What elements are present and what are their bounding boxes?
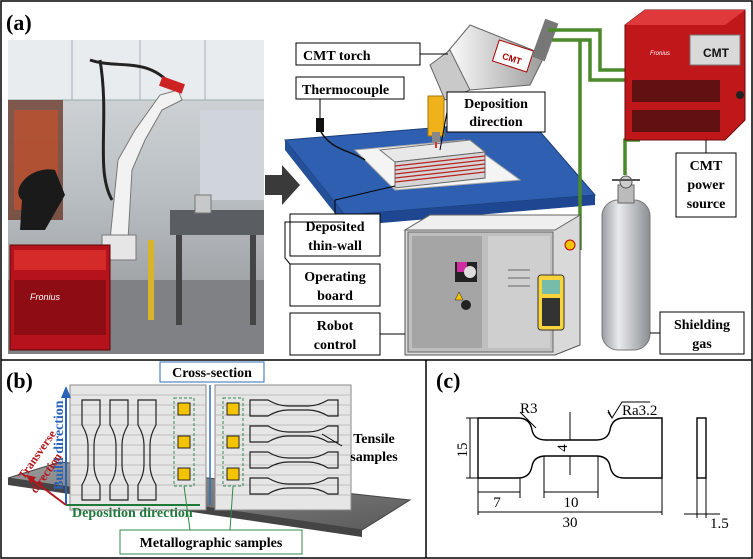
label-operating-board: Operating board — [284, 221, 381, 307]
neck-dimension: 4 — [555, 444, 571, 452]
svg-text:Deposition: Deposition — [464, 97, 528, 112]
svg-text:source: source — [687, 197, 726, 212]
svg-text:direction: direction — [469, 115, 523, 130]
shoulder-dimension: 7 — [493, 495, 501, 511]
label-cmt-torch: CMT torch — [295, 42, 448, 66]
svg-text:Operating: Operating — [304, 270, 365, 285]
build-direction-label: Build direction — [52, 400, 67, 490]
operating-board-edge — [345, 195, 595, 226]
deposited-thin-wall — [378, 139, 487, 189]
transverse-direction-arrow — [29, 477, 67, 506]
svg-text:Shielding: Shielding — [674, 318, 730, 333]
svg-text:control: control — [314, 338, 357, 353]
thermocouple-probe — [316, 118, 324, 132]
panel-b: Build direction Transverse direction Dep… — [6, 361, 412, 555]
svg-text:Robot: Robot — [317, 319, 354, 334]
label-thermocouple: Thermocouple — [295, 76, 405, 118]
tensile-label-1: Tensile — [353, 432, 395, 447]
thermocouple-wire — [319, 129, 366, 161]
cmt-power-source: CMT Fronius — [624, 9, 746, 141]
svg-text:board: board — [317, 289, 353, 304]
thickness-dimension: 1.5 — [710, 516, 729, 532]
wall-block-right — [214, 384, 352, 511]
panel-c-tag: (c) — [436, 368, 460, 393]
cross-section-label: Cross-section — [172, 366, 252, 381]
panel-a: Fronius — [4, 6, 746, 356]
panel-a-tag: (a) — [6, 10, 32, 35]
wall-block-left — [69, 384, 207, 511]
robot-cell-photo: Fronius — [8, 40, 264, 354]
label-robot-control: Robot control — [289, 312, 405, 356]
roughness-symbol: Ra3.2 — [622, 403, 657, 419]
svg-text:Thermocouple: Thermocouple — [302, 83, 389, 98]
metallographic-label: Metallographic samples — [140, 536, 283, 551]
label-cmt-power-source: CMT power source — [675, 140, 737, 218]
specimen-side-view — [696, 417, 707, 479]
power-source-fronius-logo: Fronius — [650, 51, 670, 57]
svg-text:gas: gas — [692, 337, 712, 352]
power-source-cmt-badge: CMT — [703, 46, 730, 60]
total-dimension: 30 — [563, 515, 578, 531]
svg-text:CMT: CMT — [690, 159, 723, 174]
gauge-dimension: 10 — [564, 495, 579, 511]
robot-control-cabinet — [403, 214, 582, 356]
photo-fronius-logo: Fronius — [30, 292, 61, 302]
radius-dimension: R3 — [520, 401, 538, 417]
horizontal-tensile-sample-outlines — [249, 399, 339, 495]
label-shielding-gas: Shielding gas — [650, 311, 745, 355]
metallographic-callout — [119, 529, 303, 555]
vertical-tensile-sample-outlines — [81, 399, 157, 501]
svg-text:thin-wall: thin-wall — [308, 239, 362, 254]
svg-text:power: power — [687, 178, 724, 193]
svg-text:Deposited: Deposited — [305, 220, 364, 235]
photo-to-schematic-arrow — [265, 165, 300, 205]
label-deposited-thin-wall: Deposited thin-wall — [289, 185, 396, 257]
panel-b-tag: (b) — [6, 368, 33, 393]
height-dimension: 15 — [455, 443, 471, 458]
cross-section-callout — [159, 361, 265, 383]
tensile-label-2: samples — [350, 450, 398, 465]
panel-c: 15 4 R3 Ra3.2 7 10 30 1.5 (c) — [436, 368, 729, 532]
shielding-gas-cylinder — [601, 175, 651, 351]
label-deposition-direction: Deposition direction — [439, 91, 546, 151]
svg-text:CMT torch: CMT torch — [303, 49, 371, 64]
deposition-direction-label: Deposition direction — [72, 506, 193, 521]
